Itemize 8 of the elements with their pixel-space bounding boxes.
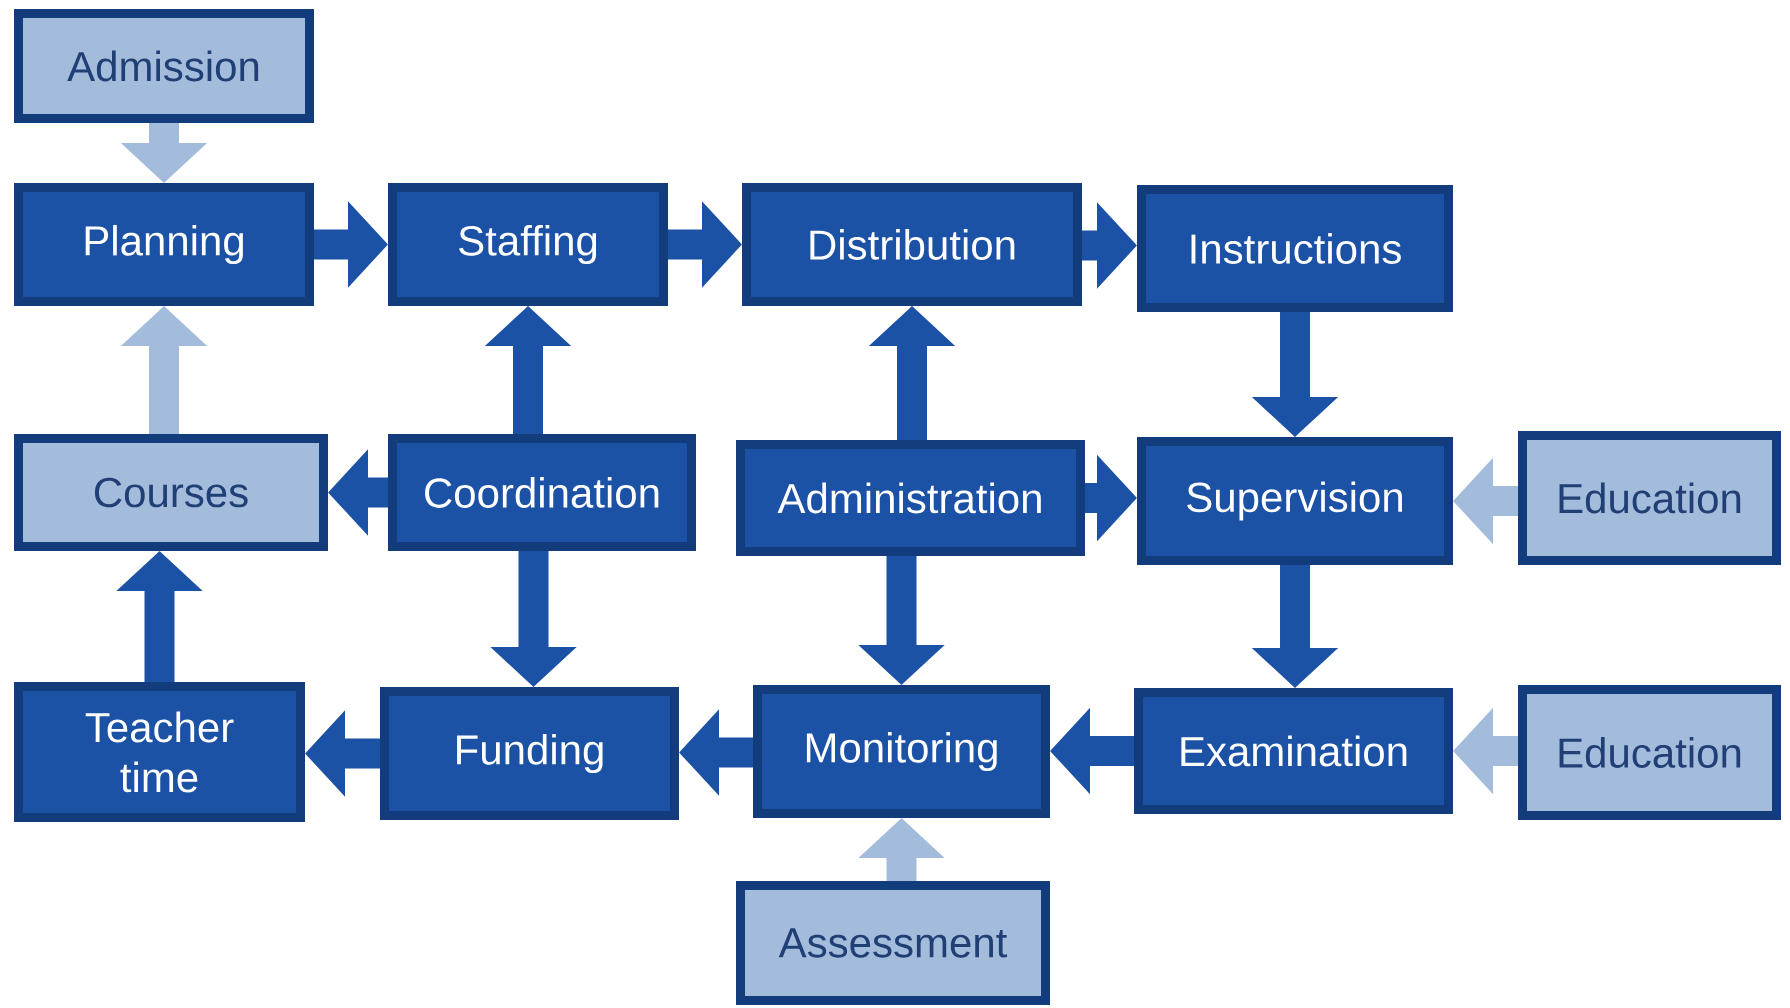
process-box: Assessment	[736, 881, 1050, 1005]
process-box: Admission	[14, 9, 314, 123]
process-box: Coordination	[388, 434, 696, 551]
process-box: Planning	[14, 183, 314, 306]
process-box: Education	[1518, 431, 1781, 565]
process-box: Education	[1518, 685, 1781, 820]
process-box: Courses	[14, 434, 328, 551]
process-box: Administration	[736, 440, 1085, 556]
